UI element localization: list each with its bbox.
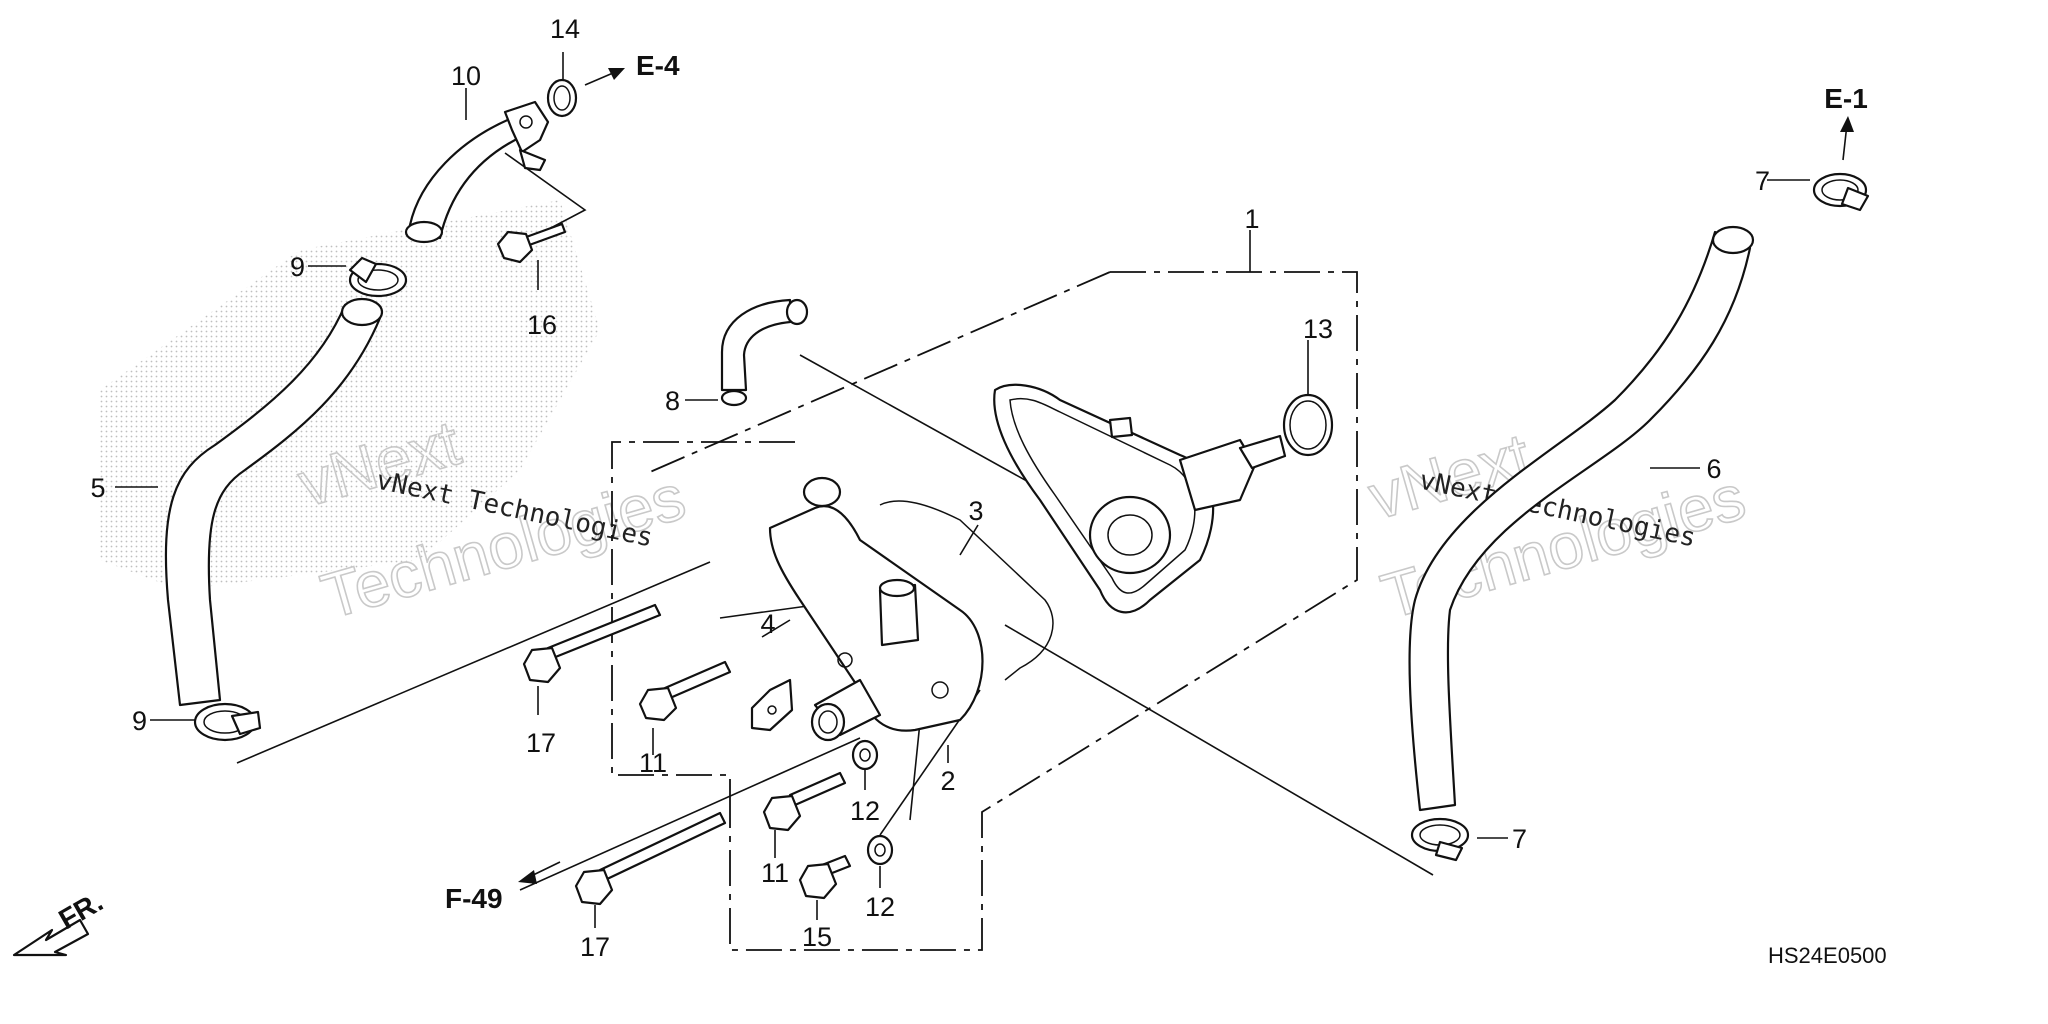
diagram-code: HS24E0500 [1768, 943, 1887, 968]
clamp-7-upper [1812, 172, 1870, 212]
o-ring-13 [1282, 393, 1334, 457]
assembly-outline [611, 230, 1358, 951]
callout-6: 6 [1706, 454, 1721, 484]
callout-12-lower: 12 [865, 892, 895, 922]
ref-e1: E-1 [1824, 83, 1868, 114]
gasket-3 [879, 500, 1054, 681]
bolt-15 [798, 854, 852, 900]
washer-12b [866, 834, 894, 866]
callout-7-lower: 7 [1512, 824, 1527, 854]
callout-7-upper: 7 [1755, 166, 1770, 196]
thermostat-housing [768, 476, 984, 742]
callout-17-lower: 17 [580, 932, 610, 962]
hose-5 [164, 297, 384, 707]
ref-e4: E-4 [636, 50, 680, 81]
water-pump-body [993, 383, 1287, 614]
callout-13: 13 [1303, 314, 1333, 344]
callout-11-lower: 11 [761, 858, 789, 888]
bolt-17a [522, 603, 662, 684]
hose-6 [1408, 225, 1755, 812]
pipe-upper [404, 100, 550, 244]
callout-15: 15 [802, 922, 832, 952]
clamp-9-upper [348, 256, 408, 298]
front-direction-icon [12, 918, 90, 957]
clamp-9-lower [193, 702, 262, 742]
bolt-16 [496, 222, 567, 264]
shading-area [100, 200, 600, 590]
callout-labels: 1 2 3 4 5 6 7 7 8 9 9 10 11 11 12 12 13 … [90, 14, 1770, 962]
callout-1: 1 [1244, 204, 1259, 234]
washer-12a [851, 739, 879, 771]
o-ring-14 [546, 78, 578, 118]
callout-leaders [115, 52, 1810, 928]
bolt-17b [574, 811, 727, 906]
callout-16: 16 [527, 310, 557, 340]
callout-3: 3 [968, 496, 983, 526]
callout-14: 14 [550, 14, 580, 44]
callout-2: 2 [940, 766, 955, 796]
bolt-11b [762, 771, 847, 832]
callout-9-upper: 9 [290, 252, 305, 282]
callout-4: 4 [760, 609, 775, 639]
callout-8: 8 [665, 386, 680, 416]
bolt-11a [638, 660, 732, 722]
ref-f49: F-49 [445, 883, 503, 914]
ref-arrows [518, 68, 1854, 884]
callout-17-upper: 17 [526, 728, 556, 758]
callout-9-lower: 9 [132, 706, 147, 736]
callout-11-upper: 11 [639, 748, 667, 778]
bracket-4 [750, 678, 794, 732]
ref-fr: FR. [54, 886, 109, 935]
callout-12-upper: 12 [850, 796, 880, 826]
hose-8 [720, 298, 809, 407]
reference-labels: E-4 E-1 F-49 FR. [54, 50, 1868, 935]
callout-10: 10 [451, 61, 481, 91]
callout-5: 5 [90, 473, 105, 503]
clamp-7-lower [1410, 817, 1470, 862]
